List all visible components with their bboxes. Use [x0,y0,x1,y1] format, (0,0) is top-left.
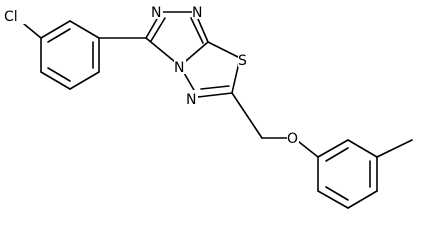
nitrogen-label-2: N [192,5,202,21]
methyl-bond [376,139,413,158]
sulfur-label: S [238,53,247,69]
nitrogen-label-4: N [186,92,196,108]
atom-labels: Cl N N N N S O [4,3,299,147]
tolyl-ring [317,139,378,209]
methylene-bond [231,92,263,139]
nitrogen-label-1: N [151,5,161,21]
chlorophenyl-ring [40,20,100,90]
c-cl-bond [23,23,42,39]
fused-heterocycle [145,11,241,98]
chlorine-label: Cl [4,9,18,25]
oxygen-label: O [287,131,298,147]
nitrogen-label-3: N [174,60,184,76]
